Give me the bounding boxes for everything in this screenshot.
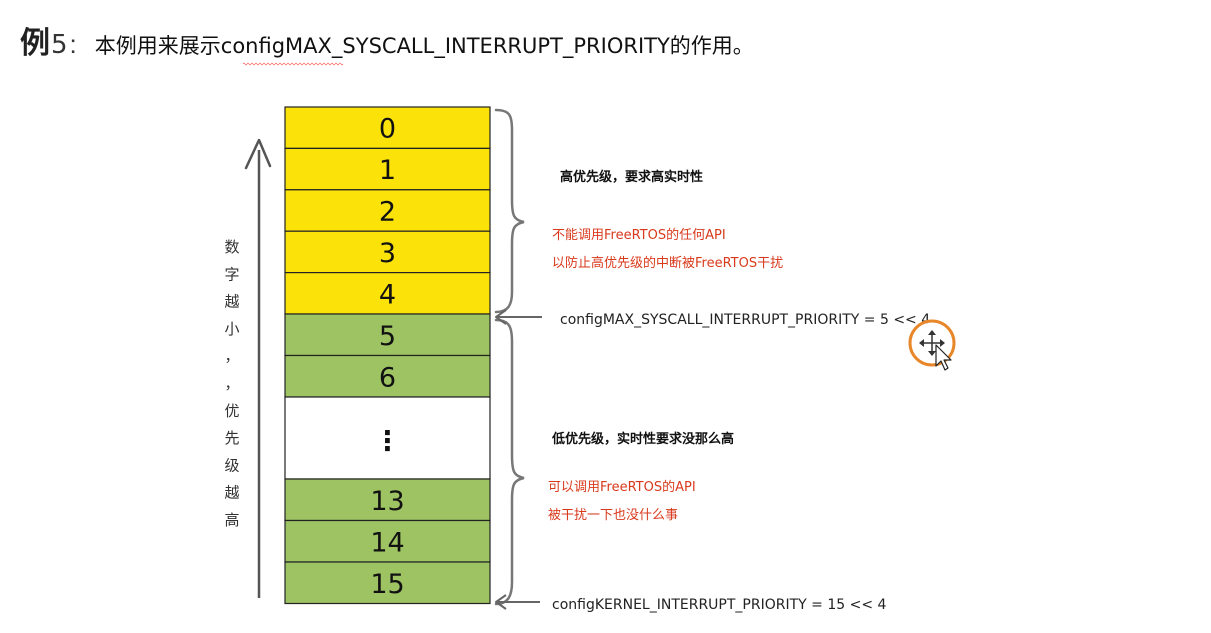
example-number: 5 xyxy=(51,30,68,60)
axis-label-char: ， xyxy=(224,375,239,393)
priority-column: 0 1 2 3 4 5 6 ⋮ 13 14 15 xyxy=(284,106,491,605)
title-description-text: 本例用来展示configMAX_SYSCALL_INTERRUPT_PRIORI… xyxy=(94,34,754,58)
low-priority-note-1: 可以调用FreeRTOS的API xyxy=(548,479,696,495)
axis-label-char: 越 xyxy=(224,484,239,502)
low-priority-brace xyxy=(494,318,525,606)
title-description: 本例用来展示configMAX_SYSCALL_INTERRUPT_PRIORI… xyxy=(94,30,754,66)
axis-label-char: ， xyxy=(224,347,239,365)
axis-label-char: 级 xyxy=(224,456,239,474)
priority-cell-4 xyxy=(284,272,491,315)
priority-label-6: 6 xyxy=(379,362,396,393)
max-syscall-arrow xyxy=(495,309,542,325)
priority-label-ellipsis: ⋮ xyxy=(374,426,401,457)
priority-label-14: 14 xyxy=(370,527,404,558)
axis-label-char: 优 xyxy=(224,402,239,420)
max-syscall-priority-label: configMAX_SYSCALL_INTERRUPT_PRIORITY = 5… xyxy=(560,312,930,328)
move-cursor-icon xyxy=(908,319,956,371)
axis-label-char: 越 xyxy=(224,293,239,311)
priority-label-15: 15 xyxy=(370,569,404,600)
high-priority-brace xyxy=(494,108,525,314)
kernel-priority-label: configKERNEL_INTERRUPT_PRIORITY = 15 << … xyxy=(552,597,886,613)
axis-label-char: 高 xyxy=(224,511,239,529)
priority-cell-1 xyxy=(284,147,491,191)
priority-label-13: 13 xyxy=(370,486,404,517)
axis-label-char: 数 xyxy=(224,238,239,256)
priority-cell-ellipsis xyxy=(284,396,491,480)
title-colon: : xyxy=(69,29,77,59)
axis-label-char: 字 xyxy=(224,265,239,283)
priority-cell-0 xyxy=(284,106,491,150)
priority-direction-arrow xyxy=(244,138,272,598)
spellcheck-underline xyxy=(242,62,343,66)
priority-label-3: 3 xyxy=(379,238,396,269)
kernel-arrow xyxy=(495,594,540,610)
priority-cell-5 xyxy=(284,313,491,357)
slide-title: 例 5 : 本例用来展示configMAX_SYSCALL_INTERRUPT_… xyxy=(20,18,754,66)
priority-cell-15 xyxy=(284,561,491,605)
low-priority-note-2: 被干扰一下也没什么事 xyxy=(548,508,678,523)
low-priority-heading: 低优先级，实时性要求没那么高 xyxy=(551,431,734,447)
axis-label-char: 先 xyxy=(224,429,239,447)
priority-cell-6 xyxy=(284,354,491,398)
priority-label-4: 4 xyxy=(379,279,396,310)
high-priority-heading: 高优先级，要求高实时性 xyxy=(560,169,703,185)
priority-label-2: 2 xyxy=(379,197,396,228)
priority-label-1: 1 xyxy=(379,155,396,186)
priority-cell-14 xyxy=(284,519,491,563)
example-prefix: 例 xyxy=(20,26,50,61)
priority-cell-3 xyxy=(284,230,491,274)
priority-label-5: 5 xyxy=(379,321,396,352)
high-priority-note-2: 以防止高优先级的中断被FreeRTOS干扰 xyxy=(552,255,783,271)
axis-label-char: 小 xyxy=(224,320,239,338)
priority-label-0: 0 xyxy=(379,114,396,145)
priority-cell-13 xyxy=(284,478,491,522)
high-priority-note-1: 不能调用FreeRTOS的任何API xyxy=(552,227,726,243)
